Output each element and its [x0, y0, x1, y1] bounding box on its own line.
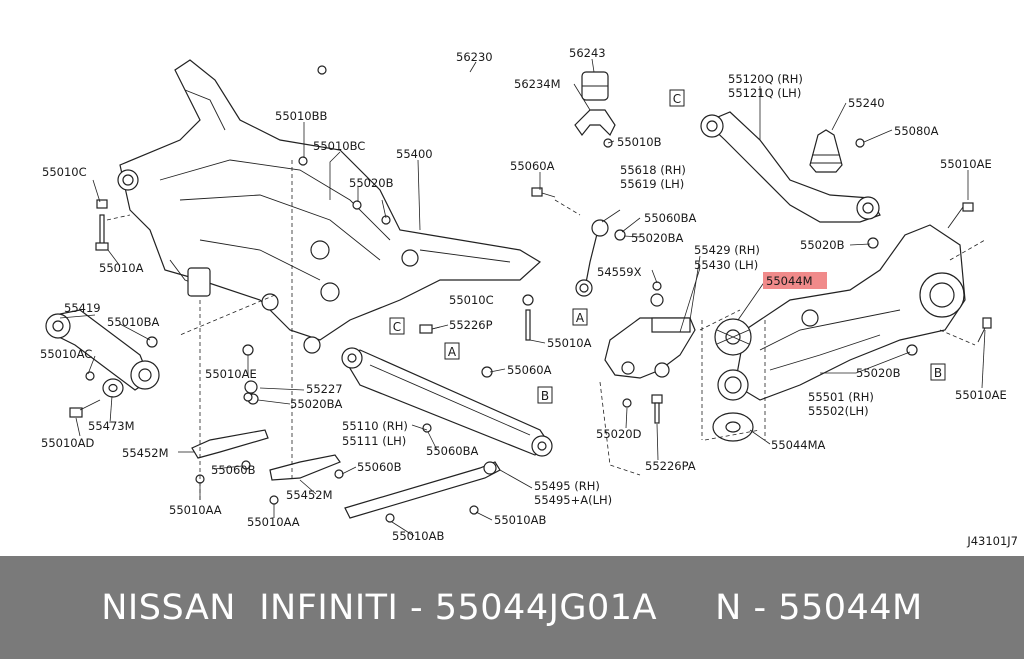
part-label: 55010AC	[40, 347, 92, 361]
part-label: 55020B	[856, 366, 901, 380]
reference-box-label: B	[541, 389, 549, 403]
part-label: 55619 (LH)	[620, 177, 684, 191]
part-label: 55044MA	[771, 438, 826, 452]
part-label: 55010B	[617, 135, 662, 149]
part-label: 55010BC	[313, 139, 365, 153]
reference-box-A2: A	[444, 342, 460, 360]
reference-box-C1: C	[389, 317, 405, 335]
part-label: 55044M	[766, 274, 813, 288]
part-label: 55452M	[122, 446, 169, 460]
part-label: 55020BA	[290, 397, 342, 411]
part-label: 55120Q (RH)	[728, 72, 803, 86]
part-label: 55111 (LH)	[342, 434, 406, 448]
part-label: 55121Q (LH)	[728, 86, 801, 100]
leader-lines	[59, 58, 986, 537]
part-label: 55020D	[596, 427, 642, 441]
part-label: 55010BB	[275, 109, 327, 123]
bushing-core	[717, 369, 749, 401]
part-label: 55060A	[507, 363, 552, 377]
caption-text: NISSAN INFINITI - 55044JG01A N - 55044M	[101, 587, 923, 628]
part-label: 55227	[306, 382, 343, 396]
reference-box-label: C	[393, 320, 401, 334]
reference-box-label: C	[673, 92, 681, 106]
part-label: 55010AB	[392, 529, 444, 543]
part-label: 55495+A(LH)	[534, 493, 612, 507]
reference-box-C2: C	[669, 89, 685, 107]
part-label: 56234M	[514, 77, 561, 91]
part-label: 55060A	[510, 159, 555, 173]
part-label: 55020B	[800, 238, 845, 252]
connecting-rod-55618	[575, 219, 609, 297]
part-label: 55010A	[547, 336, 592, 350]
lower-link-55110	[341, 347, 553, 457]
part-label: 55010AE	[205, 367, 257, 381]
part-label: 56230	[456, 50, 493, 64]
part-label: 55010C	[42, 165, 87, 179]
part-label: 54559X	[597, 265, 642, 279]
part-label: 55429 (RH)	[694, 243, 760, 257]
part-label: 55080A	[894, 124, 939, 138]
part-label: 55010A	[99, 261, 144, 275]
bracket-55452M-left	[191, 429, 269, 459]
part-label: 55400	[396, 147, 433, 161]
bushing-55044M	[714, 318, 752, 356]
part-labels: 56230 56243 56234M 55010B 55060A 55618 (…	[40, 46, 1007, 543]
bushing-55044MA	[712, 412, 754, 442]
part-label: 56243	[569, 46, 606, 60]
part-label: 55618 (RH)	[620, 163, 686, 177]
reference-box-label: A	[448, 345, 457, 359]
part-label: 55010AE	[955, 388, 1007, 402]
part-label: 55226PA	[645, 459, 696, 473]
axle-housing-55501	[734, 224, 966, 401]
part-label: 55110 (RH)	[342, 419, 408, 433]
reference-box-B2: B	[930, 363, 946, 381]
part-label: 55430 (LH)	[694, 258, 758, 272]
part-label: 55010AB	[494, 513, 546, 527]
part-label: 55020BA	[631, 231, 683, 245]
part-label: 55060B	[357, 460, 402, 474]
part-label: 55010C	[449, 293, 494, 307]
part-label: 55010AE	[940, 157, 992, 171]
part-label: 55060BA	[644, 211, 696, 225]
part-label: 55060BA	[426, 444, 478, 458]
highlight-55044M	[763, 272, 827, 289]
stabilizer-clamp-56234M	[574, 109, 616, 137]
part-label: 55060B	[211, 463, 256, 477]
reference-box-label: A	[576, 311, 585, 325]
assembly-lines	[106, 160, 986, 500]
part-label: 55473M	[88, 419, 135, 433]
radius-rod-55419	[45, 309, 160, 391]
reference-box-label: B	[934, 366, 942, 380]
bump-stopper-55240	[809, 129, 843, 173]
part-label: 55010BA	[107, 315, 159, 329]
part-label: 55010AA	[247, 515, 300, 529]
part-label: 55240	[848, 96, 885, 110]
part-label: 55452M	[286, 488, 333, 502]
stabilizer-bushing-56243	[581, 71, 609, 101]
bracket-55429	[604, 317, 696, 379]
part-label: 55226P	[449, 318, 493, 332]
part-label: 55501 (RH)	[808, 390, 874, 404]
stabilizer-bar-56230	[317, 59, 605, 219]
part-label: 55010AA	[169, 503, 222, 517]
part-label: 55010AD	[41, 436, 94, 450]
part-label: 55419	[64, 301, 101, 315]
fasteners	[69, 138, 992, 523]
part-label: 55495 (RH)	[534, 479, 600, 493]
drawing-code: J43101J7	[966, 534, 1018, 548]
reference-box-B1: B	[537, 386, 553, 404]
washer-55473M	[102, 378, 124, 398]
parts-diagram: A A B B C C 56230 56243 56234M 550	[40, 46, 1018, 548]
upper-link-55120Q	[700, 111, 881, 223]
bracket-55452M-right	[269, 454, 341, 481]
caption-bar: NISSAN INFINITI - 55044JG01A N - 55044M	[0, 556, 1024, 659]
part-label: 55502(LH)	[808, 404, 869, 418]
part-label: 55020B	[349, 176, 394, 190]
reference-box-A1: A	[572, 308, 588, 326]
